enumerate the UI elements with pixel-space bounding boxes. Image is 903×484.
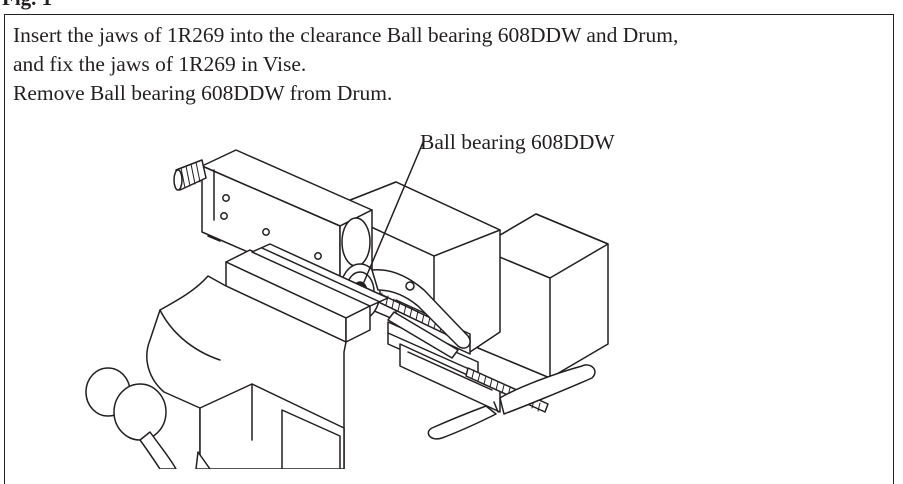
instruction-line-2: and fix the jaws of 1R269 in Vise. [13,52,307,76]
figure-caption-text: Fig. 1 [2,0,52,9]
callout-leader [363,139,425,283]
figure-caption-cropped: Fig. 1 [0,0,90,13]
vise-casting [146,275,347,469]
instruction-line-3: Remove Ball bearing 608DDW from Drum. [13,81,393,105]
clamp-lever [371,269,471,359]
vise-fixed-jaw [225,243,389,343]
instruction-list: Insert the jaws of 1R269 into the cleara… [13,21,678,108]
swivel-handle [85,367,211,469]
vise-handle-bar [427,364,596,440]
instruction-line-1: Insert the jaws of 1R269 into the cleara… [13,23,679,47]
vise-bearing-illustration [85,139,609,469]
figure-panel [4,14,894,484]
ball-bearing-callout-label: Ball bearing 608DDW [420,130,615,154]
vise-rear-bar [477,213,609,379]
threaded-stub [173,159,207,191]
